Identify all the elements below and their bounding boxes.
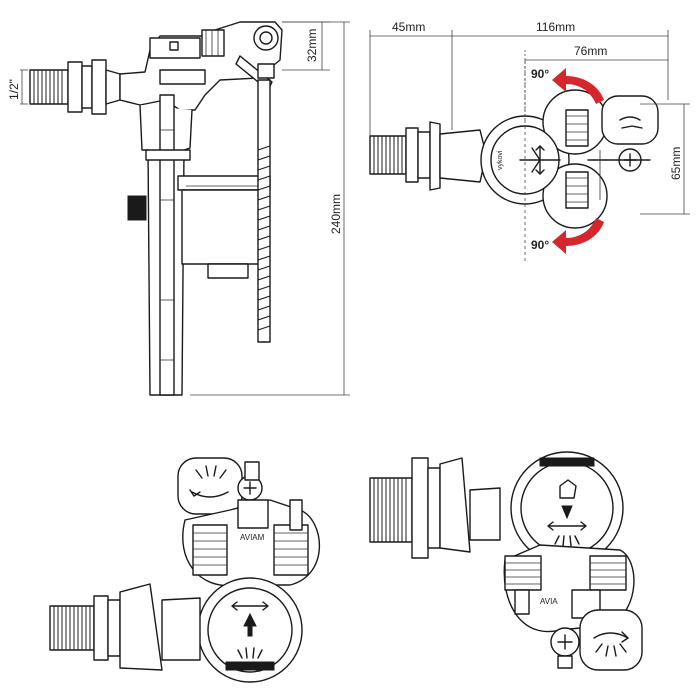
svg-text:AVIAM: AVIAM (240, 533, 265, 542)
dim-height-top-label: 32mm (305, 29, 319, 62)
dim-width-total-label: 116mm (536, 20, 575, 34)
top-view: vykovi 90° 90° (369, 20, 690, 262)
rotation-up-label: 90° (531, 67, 549, 81)
dim-thread-size-label: 1/2" (7, 79, 21, 100)
dim-height-total: 240mm (190, 21, 350, 396)
dim-width-arm-label: 76mm (574, 44, 607, 58)
adjust-rod-side (257, 79, 271, 343)
dim-width-arm: 76mm (524, 44, 668, 120)
inlet-thread-side (29, 59, 121, 115)
rotation-arrows: 90° 90° (531, 67, 604, 254)
rotation-down-label: 90° (531, 238, 549, 252)
bottom-left-view: AVIAM (49, 457, 321, 683)
dim-height-total-label: 240mm (329, 194, 343, 234)
side-view: 1/2" 32mm 240mm (7, 21, 350, 396)
dim-width-inlet-label: 45mm (392, 20, 425, 34)
dim-width-total: 116mm (452, 20, 669, 100)
dim-height-head: 65mm (640, 103, 690, 215)
dim-width-inlet: 45mm (369, 20, 453, 136)
dim-height-top: 32mm (282, 21, 330, 71)
dim-height-head-label: 65mm (669, 147, 683, 180)
rotation-arrow-up (552, 68, 604, 104)
float-cup-side (177, 175, 271, 279)
inlet-thread-top (369, 121, 486, 191)
svg-text:AVIA: AVIA (540, 597, 558, 606)
svg-text:vykovi: vykovi (497, 150, 504, 170)
rotation-arrow-down (552, 218, 604, 254)
valve-head-top: vykovi (480, 89, 659, 229)
bottom-right-view: AVIA (369, 451, 643, 671)
dim-thread-size: 1/2" (7, 69, 28, 105)
